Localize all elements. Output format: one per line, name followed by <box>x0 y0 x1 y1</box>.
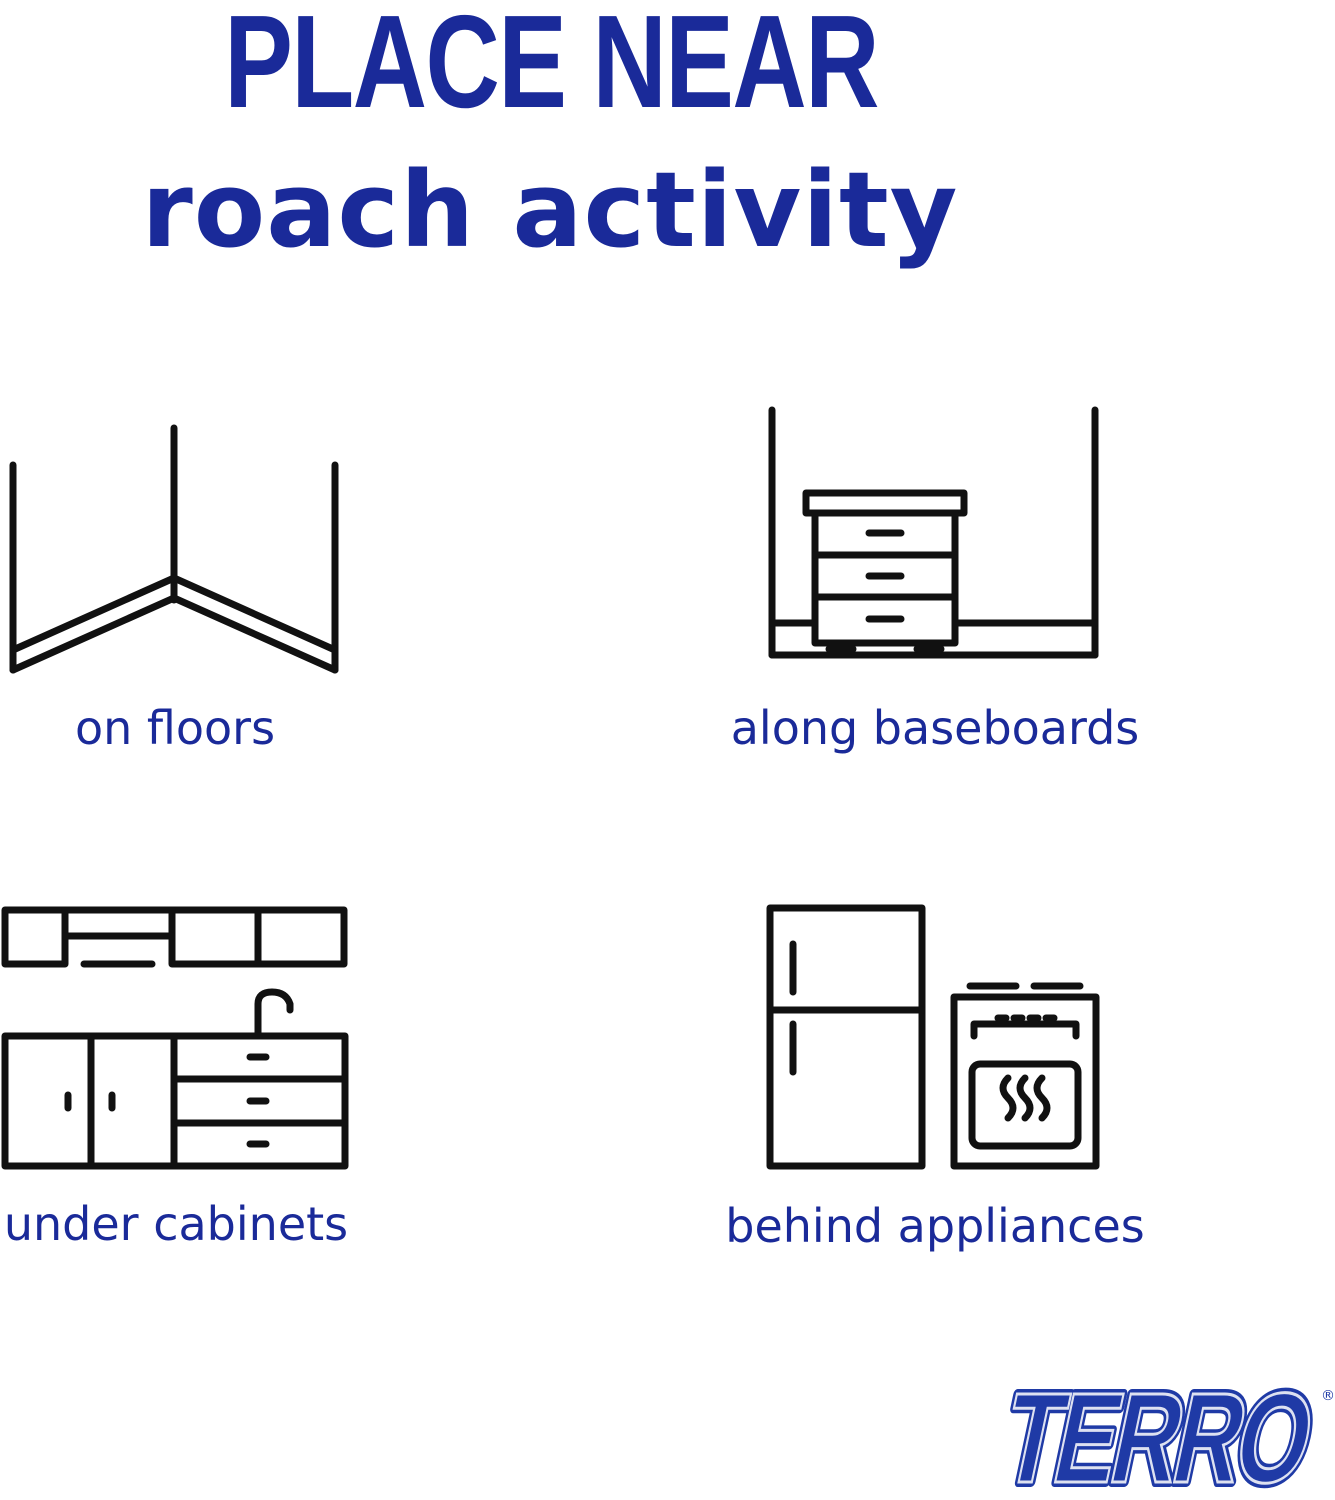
headline-subtitle: roach activity <box>141 149 959 271</box>
headline-title: PLACE NEAR <box>224 0 879 135</box>
terro-logo: TERRO TERRO TERRO ® <box>985 1370 1335 1500</box>
floor-corner-icon <box>0 420 350 690</box>
fridge-stove-icon <box>762 900 1107 1175</box>
svg-text:®: ® <box>1321 1388 1335 1404</box>
svg-text:TERRO: TERRO <box>991 1370 1322 1500</box>
baseboard-dresser-icon <box>765 405 1105 665</box>
kitchen-cabinets-icon <box>0 900 350 1175</box>
svg-text:TERRO: TERRO <box>991 1370 1322 1500</box>
caption-under-cabinets: under cabinets <box>3 1197 349 1251</box>
caption-on-floors: on floors <box>74 701 276 755</box>
caption-along-baseboards: along baseboards <box>730 701 1140 755</box>
svg-text:TERRO: TERRO <box>991 1370 1322 1500</box>
caption-behind-appliances: behind appliances <box>725 1199 1145 1253</box>
